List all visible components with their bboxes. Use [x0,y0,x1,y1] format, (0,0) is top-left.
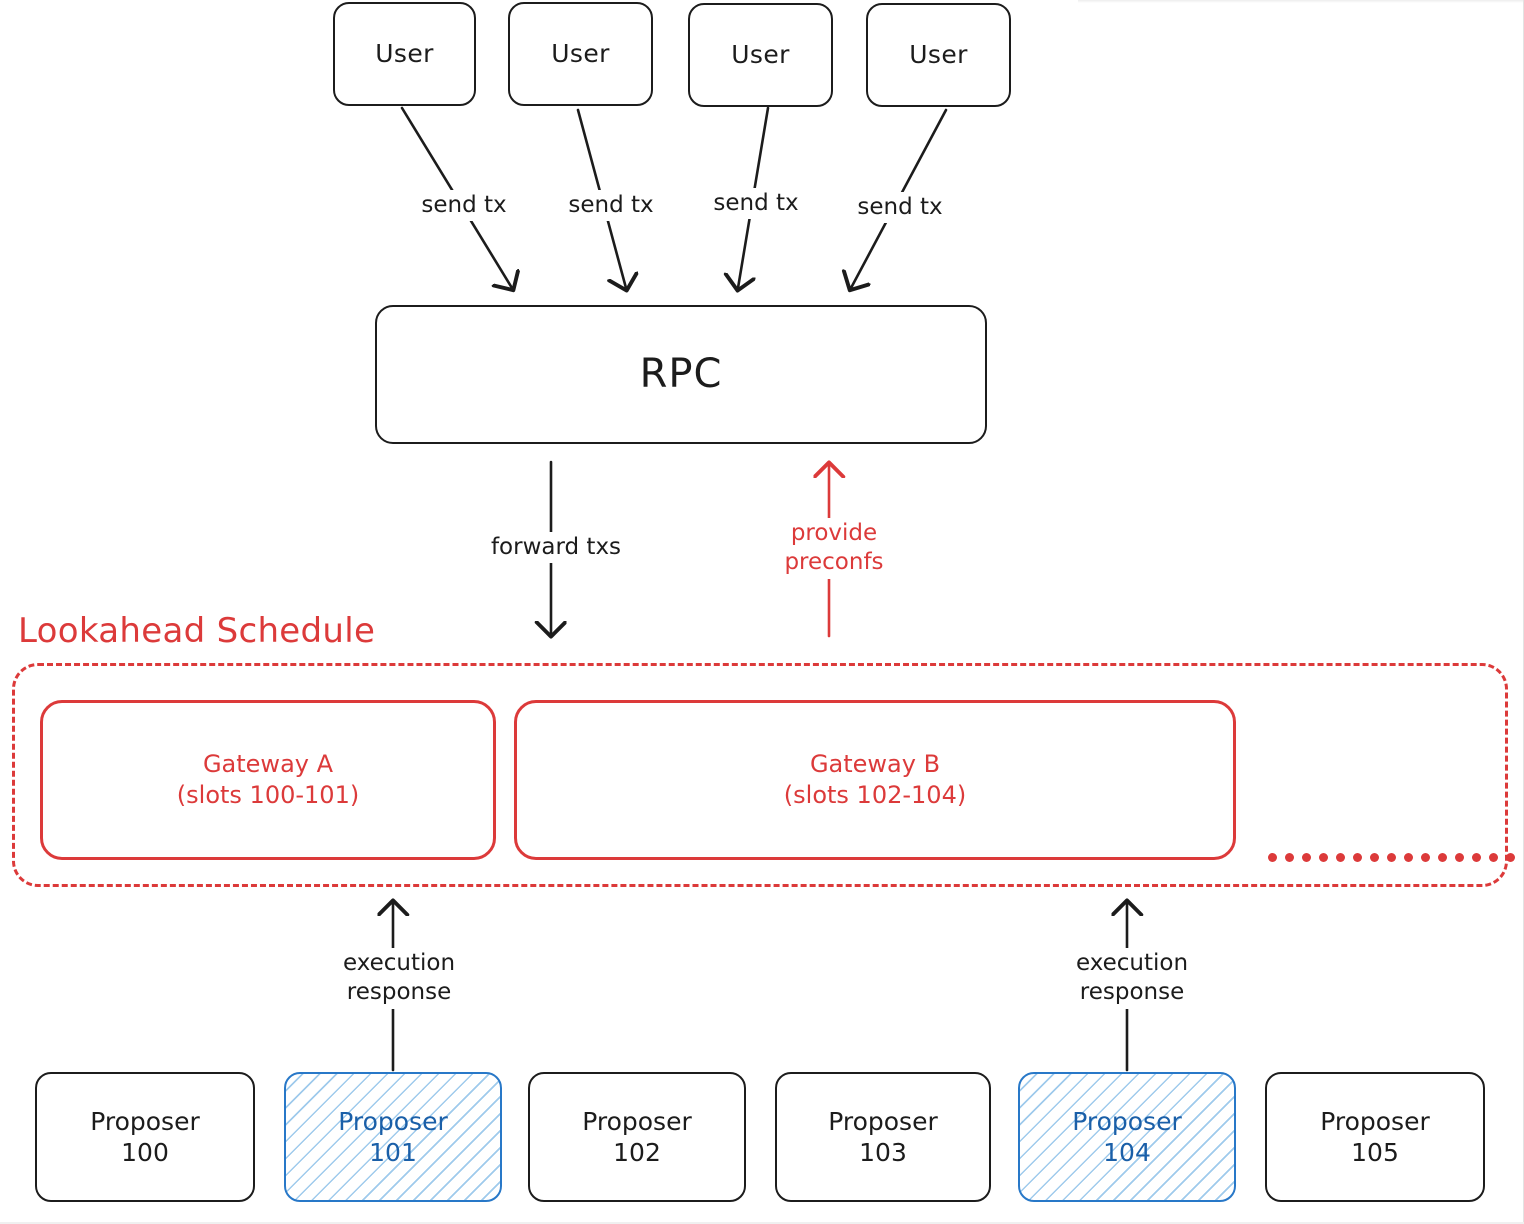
gateway-name: Gateway B [809,749,941,778]
proposer-name: Proposer [582,1106,692,1136]
rpc-node[interactable]: RPC [375,305,987,444]
user-node-4[interactable]: User [866,3,1011,107]
proposer-node-101[interactable]: Proposer 101 [284,1072,502,1202]
proposer-name: Proposer [338,1106,448,1136]
user-node-1[interactable]: User [333,2,476,106]
edge-label-send-tx-4: send tx [840,192,960,224]
gateway-node-a[interactable]: Gateway A (slots 100-101) [40,700,496,860]
proposer-node-104[interactable]: Proposer 104 [1018,1072,1236,1202]
user-node-label: User [551,38,610,68]
edge-label-send-tx-1: send tx [404,190,524,222]
edge-label-send-tx-3: send tx [696,188,816,220]
lookahead-schedule-title: Lookahead Schedule [18,611,376,651]
edge-label-execution-response-1: execution response [325,948,473,1009]
proposer-node-100[interactable]: Proposer 100 [35,1072,255,1202]
edge-label-provide-preconfs: provide preconfs [773,518,895,579]
edge-label-forward-txs: forward txs [472,532,640,564]
user-node-2[interactable]: User [508,2,653,106]
user-node-label: User [375,38,434,68]
gateway-slots: (slots 102-104) [783,781,967,809]
proposer-number: 100 [121,1138,169,1167]
proposer-number: 105 [1351,1138,1399,1167]
user-node-label: User [731,39,790,69]
rpc-node-label: RPC [639,351,723,398]
proposer-number: 104 [1103,1138,1151,1167]
proposer-number: 103 [859,1138,907,1167]
proposer-name: Proposer [828,1106,938,1136]
edge-label-send-tx-2: send tx [551,190,671,222]
window-frame-top-edge [1078,0,1524,3]
gateway-slots: (slots 100-101) [176,781,360,809]
proposer-name: Proposer [90,1106,200,1136]
proposer-node-102[interactable]: Proposer 102 [528,1072,746,1202]
proposer-number: 102 [613,1138,661,1167]
proposer-number: 101 [369,1138,417,1167]
lookahead-schedule-frame [12,663,1508,887]
user-node-3[interactable]: User [688,3,833,107]
user-node-label: User [909,39,968,69]
proposer-node-105[interactable]: Proposer 105 [1265,1072,1485,1202]
gateway-node-b[interactable]: Gateway B (slots 102-104) [514,700,1236,860]
lookahead-continuation-dots [1268,853,1515,862]
gateway-name: Gateway A [202,749,334,778]
proposer-name: Proposer [1320,1106,1430,1136]
proposer-name: Proposer [1072,1106,1182,1136]
proposer-node-103[interactable]: Proposer 103 [775,1072,991,1202]
edge-label-execution-response-2: execution response [1058,948,1206,1009]
window-frame-bottom-edge [0,1222,1524,1224]
